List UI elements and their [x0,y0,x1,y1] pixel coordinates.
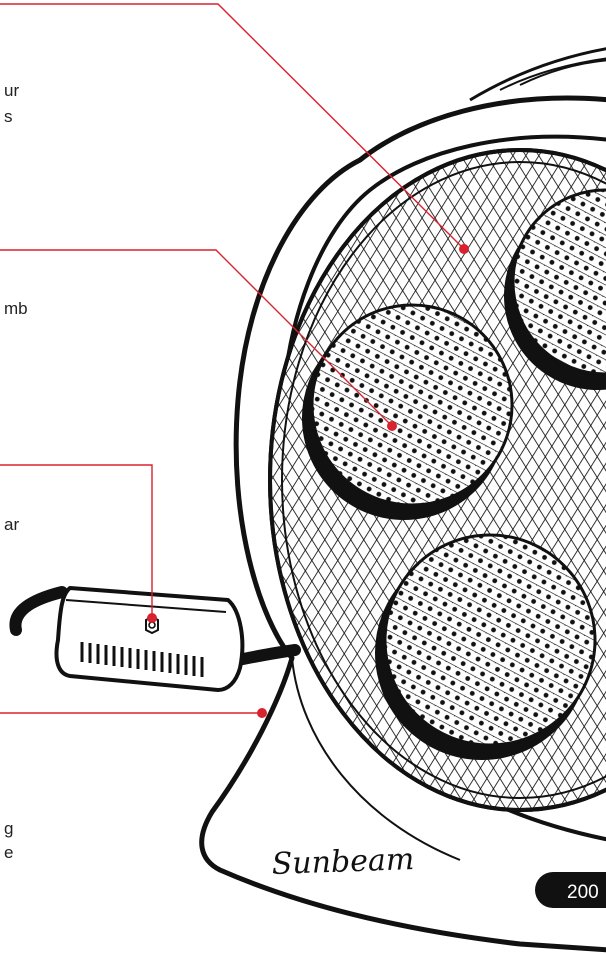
callout-text-base-1: g [4,818,13,840]
svg-text:200: 200 [567,882,599,903]
model-badge: 200 [535,872,606,908]
callout-dot-grille [459,244,469,254]
callout-text-top-2: s [4,106,13,128]
callout-text-controller: ar [4,514,19,536]
brand-logo: Sunbeam [271,842,415,882]
callout-text-base-2: e [4,842,13,864]
callout-dot-base [257,708,267,718]
callout-dot-element [387,421,397,431]
thermostat-controller [57,588,243,690]
callout-dot-controller [147,613,157,623]
housing-top-arc-3 [520,60,606,85]
callout-text-element: mb [4,298,28,320]
callout-text-top-1: ur [4,80,19,102]
